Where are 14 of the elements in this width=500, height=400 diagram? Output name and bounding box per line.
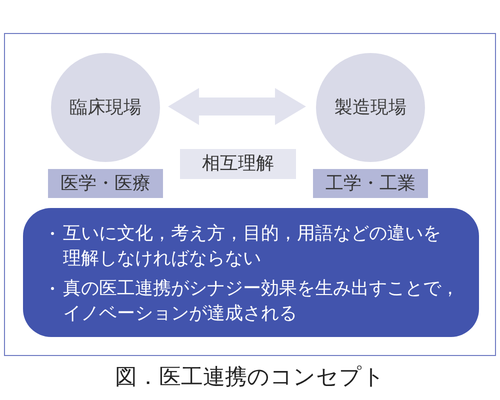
node-label: 臨床現場 xyxy=(70,96,142,118)
label-box xyxy=(180,149,296,179)
caption: 図．医工連携のコンセプト xyxy=(115,364,385,392)
node-label: 製造現場 xyxy=(334,96,406,118)
node-label: 医学・医療 xyxy=(60,172,150,194)
double-arrow xyxy=(168,88,306,125)
node-label: 工学・工業 xyxy=(326,172,416,194)
bullet-text: 互いに文化，考え方，目的，用語などの違いを理解しなければならない xyxy=(63,222,442,271)
info-panel xyxy=(23,208,479,337)
tag-box xyxy=(313,169,428,198)
bullet-text: 真の医工連携がシナジー効果を生み出すことで，イノベーションが達成される xyxy=(63,277,460,326)
node-label: 相互理解 xyxy=(202,153,274,175)
outer-frame xyxy=(4,33,496,356)
tag-box xyxy=(48,169,163,198)
